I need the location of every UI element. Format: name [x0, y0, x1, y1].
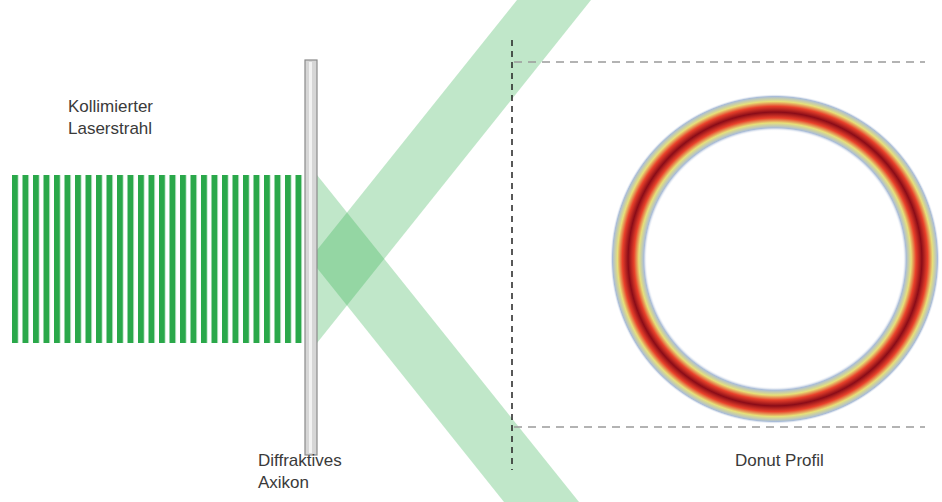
projection-line — [514, 61, 925, 62]
donut-profile — [610, 94, 940, 424]
part-label: Donut Profil — [735, 450, 825, 472]
axicon-plate — [305, 60, 317, 455]
axicon-highlight — [309, 62, 312, 453]
part-label: Diffraktives Axikon — [258, 450, 378, 494]
part-label: Kollimierter Laserstrahl — [68, 96, 188, 140]
laser-beam — [12, 175, 305, 343]
observation-plane — [511, 40, 513, 470]
diffracted-beam — [317, 175, 579, 502]
projection-line — [514, 426, 925, 427]
